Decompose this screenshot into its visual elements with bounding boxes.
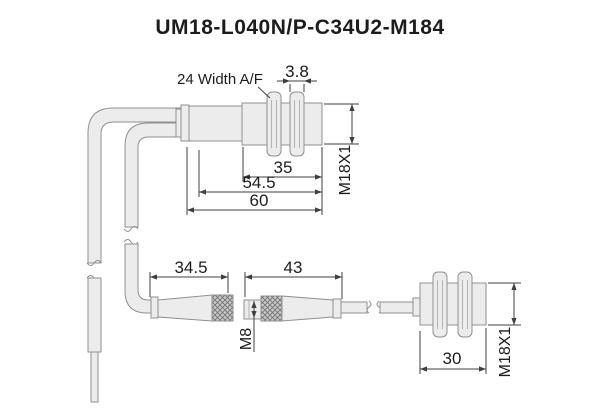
cable-break-mark (86, 260, 102, 266)
right-sensor-body (419, 282, 487, 326)
connector-thread-value: M8 (238, 328, 255, 350)
label-width-across-flats: 24 Width A/F (177, 71, 271, 99)
dim-body-length: 54.5 (198, 150, 322, 197)
leader-line (257, 86, 271, 99)
connector-cable (340, 301, 368, 314)
male-connector-tip (243, 299, 262, 320)
hex-nut-rear (457, 271, 473, 338)
dim-male-connector-length: 43 (244, 258, 343, 299)
dim-connector-thread: M8 (238, 301, 257, 352)
male-connector-knurl (260, 295, 283, 322)
top-view: 24 Width A/F 3.8 M18X1 (86, 62, 359, 403)
female-length-value: 34.5 (174, 258, 207, 277)
upper-cable-segment (87, 277, 102, 353)
sensor-cable (379, 301, 415, 314)
sensor-thread-barrel (241, 102, 323, 146)
male-length-value: 43 (284, 258, 303, 277)
lower-cable-bend (124, 122, 182, 228)
hex-nut-front (432, 271, 448, 338)
cable-gland (180, 104, 190, 142)
female-connector (150, 294, 234, 322)
dim-sensor-length: 30 (419, 328, 487, 374)
cable-gland-step (175, 108, 182, 138)
sensor-rear-housing (188, 105, 243, 142)
width-af-label: 24 Width A/F (177, 71, 263, 88)
thread-spec-value: M18X1 (337, 145, 354, 196)
lower-cable-to-connector (124, 243, 152, 314)
stripped-wire-tip (90, 351, 99, 403)
dim-thread-spec: M18X1 (324, 103, 359, 196)
male-connector (243, 295, 342, 322)
dim-female-connector-length: 34.5 (149, 258, 229, 297)
cable-break-mark (366, 300, 372, 314)
female-connector-flange (150, 296, 159, 319)
dim-thread-length: 35 (242, 147, 323, 215)
hex-nut-rear (289, 91, 305, 157)
right-cable-gland (412, 297, 421, 317)
bottom-view: 34.5 43 M8 (149, 258, 521, 378)
cable-break-mark (123, 226, 139, 232)
dim-nut-thickness: 3.8 (277, 62, 317, 92)
dim-right-thread-spec: M18X1 (488, 282, 521, 378)
male-connector-ring (332, 298, 342, 319)
female-connector-knurl (211, 294, 234, 322)
male-connector-body (281, 295, 334, 322)
dim-total-length: 60 (186, 147, 322, 215)
right-thread-spec-value: M18X1 (497, 327, 514, 378)
total-length-value: 60 (250, 191, 269, 210)
page-title: UM18-L040N/P-C34U2-M184 (155, 16, 445, 39)
hex-nut-front (266, 91, 282, 157)
right-sensor (412, 271, 487, 338)
nut-thickness-value: 3.8 (285, 62, 309, 81)
female-connector-body (157, 294, 213, 322)
sensor-length-value: 30 (443, 349, 462, 368)
body-length-value: 54.5 (242, 173, 275, 192)
thread-length-value: 35 (274, 158, 293, 177)
